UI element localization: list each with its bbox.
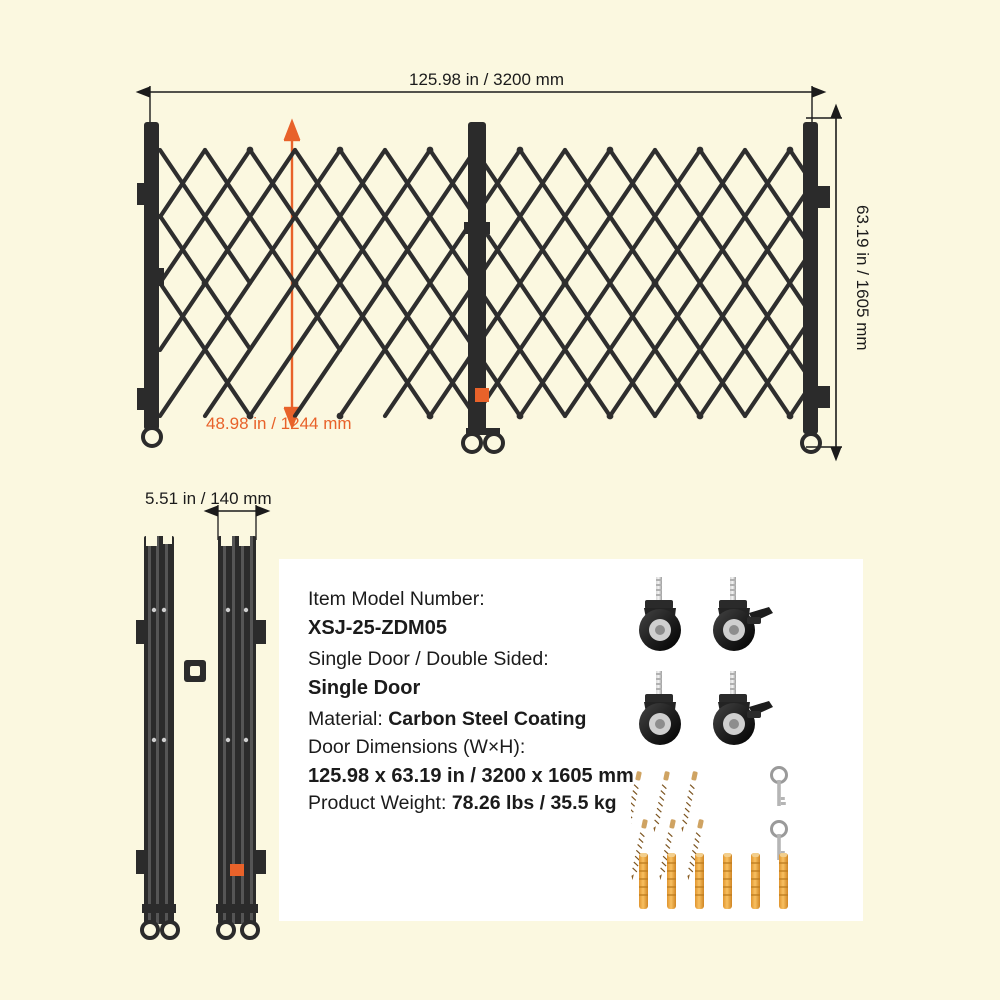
- gate-post-right: [800, 122, 830, 454]
- inner-height-dimension: [283, 118, 301, 430]
- folded-gate-drawing: [136, 505, 271, 940]
- spec-value-material: Carbon Steel Coating: [388, 708, 587, 731]
- inner-height-dimension-label: 48.98 in / 1244 mm: [206, 414, 352, 433]
- gate-post-left: [137, 122, 164, 448]
- width-dimension: [135, 86, 827, 126]
- spec-row-weight: Product Weight: 78.26 lbs / 35.5 kg: [308, 791, 638, 817]
- folded-width-dimension-label: 5.51 in / 140 mm: [145, 489, 272, 508]
- gate-rivets: [201, 146, 794, 420]
- spec-label-model: Item Model Number:: [308, 588, 485, 610]
- folded-width-dimension: [203, 505, 271, 540]
- spec-list: Item Model Number: XSJ-25-ZDM05 Single D…: [308, 587, 638, 819]
- caster-wheel-part: [639, 577, 773, 745]
- gate-expanded-drawing: [135, 86, 842, 462]
- spec-label-sides: Single Door / Double Sided:: [308, 648, 549, 671]
- spec-value-weight: 78.26 lbs / 35.5 kg: [451, 792, 617, 815]
- height-dimension-label: 63.19 in / 1605 mm: [853, 205, 872, 351]
- spec-value-model: XSJ-25-ZDM05: [308, 616, 447, 639]
- accessory-parts-art: [631, 577, 789, 910]
- gate-latch-handle: [184, 660, 206, 682]
- spec-row-material: Material: Carbon Steel Coating: [308, 707, 638, 733]
- width-dimension-label: 125.98 in / 3200 mm: [409, 70, 564, 89]
- spec-label-weight: Product Weight:: [308, 792, 447, 815]
- key-part: [770, 766, 788, 862]
- height-dimension: [806, 103, 842, 462]
- spec-card: Item Model Number: XSJ-25-ZDM05 Single D…: [279, 559, 863, 921]
- spec-label-dims: Door Dimensions (W×H):: [308, 735, 526, 758]
- spec-value-sides: Single Door: [308, 676, 421, 699]
- folded-stack-left: [136, 532, 180, 940]
- folded-stack-right: [216, 532, 266, 940]
- spec-value-dims: 125.98 x 63.19 in / 3200 x 1605 mm: [308, 764, 634, 787]
- wall-anchor-part: [638, 852, 789, 910]
- spec-label-material: Material:: [308, 708, 383, 731]
- gate-post-middle: [461, 122, 505, 454]
